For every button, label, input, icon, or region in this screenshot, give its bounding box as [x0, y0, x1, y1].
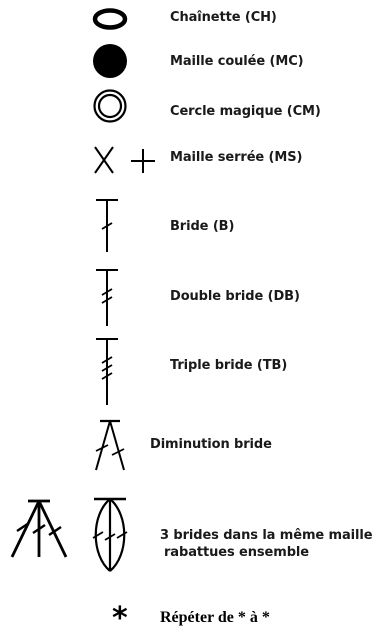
double-treble-crochet-icon	[96, 338, 118, 405]
double-treble-crochet-label: Triple bride (TB)	[170, 358, 288, 373]
cluster-label-line1: 3 brides dans la même maille	[160, 528, 373, 543]
cluster-label: 3 brides dans la même maille rabattues e…	[160, 527, 373, 561]
cluster-label-line2: rabattues ensemble	[164, 545, 309, 560]
double-crochet-decrease-label: Diminution bride	[150, 437, 272, 452]
asterisk-icon: *	[112, 601, 128, 636]
chain-stitch-icon	[92, 8, 128, 30]
repeat-label: Répéter de * à *	[160, 609, 270, 626]
magic-ring-icon	[93, 89, 127, 123]
double-crochet-icon	[96, 199, 118, 252]
slip-stitch-label: Maille coulée (MC)	[170, 54, 304, 69]
single-crochet-label: Maille serrée (MS)	[170, 150, 303, 165]
slip-stitch-icon	[93, 44, 127, 78]
treble-crochet-label: Double bride (DB)	[170, 289, 300, 304]
double-crochet-label: Bride (B)	[170, 219, 235, 234]
single-crochet-icon	[94, 146, 155, 174]
cluster-fan-icon	[10, 499, 68, 558]
magic-ring-label: Cercle magique (CM)	[170, 104, 321, 119]
chain-stitch-label: Chaînette (CH)	[170, 10, 277, 25]
double-crochet-decrease-icon	[95, 419, 125, 471]
treble-crochet-icon	[96, 269, 118, 326]
cluster-bulb-icon	[92, 497, 128, 572]
